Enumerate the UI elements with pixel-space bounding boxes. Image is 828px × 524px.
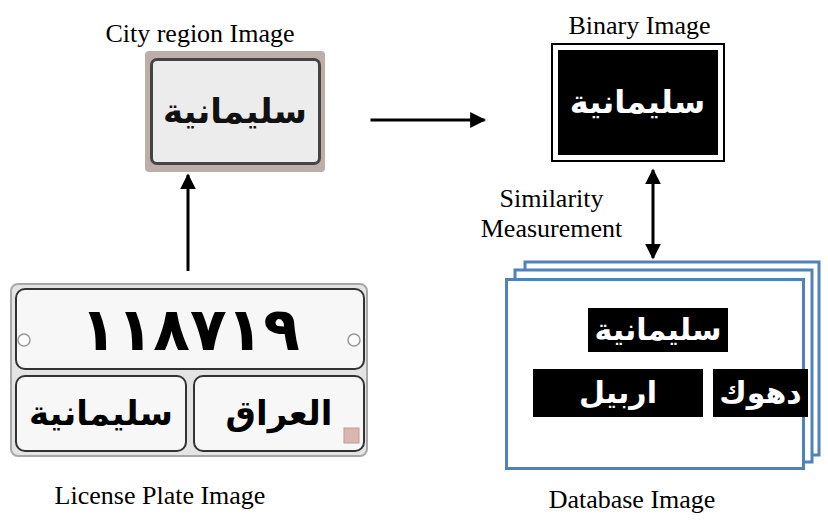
database-image: Database Imageسليمانيةاربيلدهوك [505, 278, 805, 470]
image-caption: City region Image [105, 19, 294, 49]
image-text: ١١٨٧١٩ [80, 293, 300, 365]
image-text: سليمانية [163, 91, 307, 132]
plate-number-panel: ١١٨٧١٩ [15, 288, 365, 370]
plate-stamp [344, 428, 359, 443]
image-text: سليمانية [594, 312, 721, 348]
image-text: سليمانية [29, 393, 173, 434]
image-text: سليمانية [570, 83, 706, 121]
image-caption: License Plate Image [55, 481, 266, 511]
flow-arrow [371, 119, 485, 122]
license-plate-image: License Plate Image١١٨٧١٩سليمانيةالعراق [10, 283, 368, 457]
image-text: العراق [226, 393, 333, 434]
flow-arrow [187, 175, 190, 271]
plate-city-panel: سليمانية [15, 375, 187, 452]
image-text: اربيل [579, 375, 657, 411]
edge-label: Similarity Measurement [464, 184, 639, 244]
city-region-image: City region Imageسليمانية [150, 58, 321, 165]
database-word-image: سليمانية [588, 308, 728, 352]
plate-bolt [348, 334, 360, 346]
flow-arrow [652, 170, 655, 258]
binary-image: Binary Imageسليمانية [553, 45, 723, 160]
plate-bolt [18, 334, 30, 346]
database-word-image: اربيل [533, 369, 703, 417]
photo-ground [145, 51, 325, 172]
plate-country-panel: العراق [193, 375, 365, 452]
image-text: دهوك [719, 375, 802, 411]
image-caption: Database Image [549, 485, 716, 515]
image-caption: Binary Image [568, 11, 710, 41]
database-word-image: دهوك [713, 369, 808, 417]
